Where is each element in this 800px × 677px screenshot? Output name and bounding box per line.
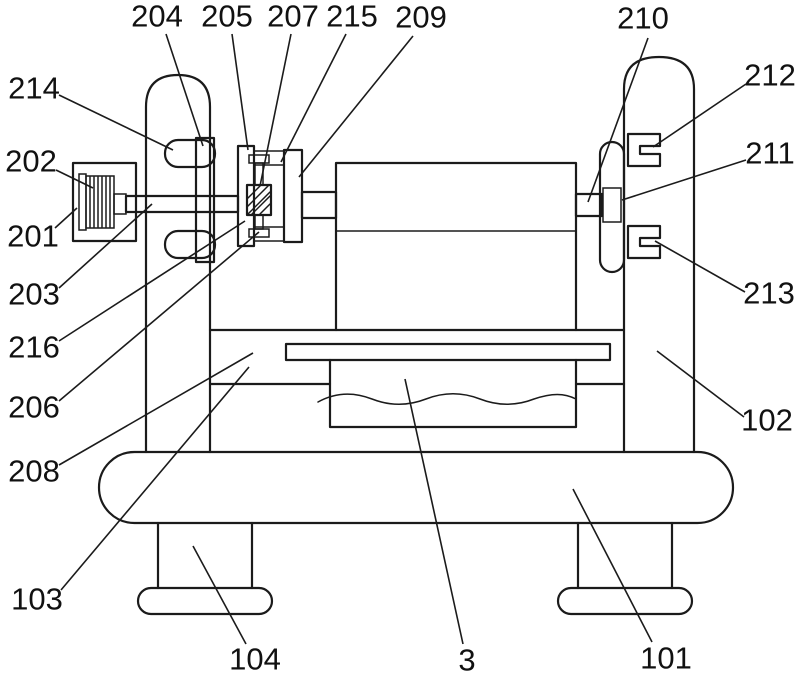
ref-label-206: 206: [8, 390, 60, 425]
leader-line-203: [58, 203, 153, 289]
leader-line-102: [656, 350, 745, 418]
ref-label-212: 212: [744, 58, 796, 93]
ref-label-213: 213: [743, 276, 795, 311]
end-disc: [598, 140, 626, 274]
tank: [317, 358, 578, 429]
leader-line-213: [654, 240, 746, 293]
base-beam: [97, 450, 735, 525]
left-axle: [300, 190, 338, 220]
drive-shaft: [124, 194, 240, 214]
left-foot: [136, 521, 274, 616]
ref-label-205: 205: [201, 0, 253, 34]
gear-hub: [113, 193, 127, 215]
right-assembly: [574, 132, 662, 274]
leader-line-215: [280, 33, 347, 163]
disc-hub: [602, 187, 622, 223]
right-post: [622, 55, 696, 454]
leader-line-209: [298, 35, 414, 178]
left-foot-pad: [136, 586, 274, 616]
leader-line-206: [58, 231, 260, 402]
right-foot-pad: [556, 586, 694, 616]
right-axle: [574, 192, 604, 218]
ref-label-211: 211: [745, 136, 794, 171]
tray-plate: [284, 342, 612, 362]
leader-line-214: [58, 94, 174, 151]
clamp-finger-top: [163, 138, 217, 169]
ref-label-102: 102: [741, 403, 793, 438]
leader-line-207: [259, 33, 292, 187]
ref-label-203: 203: [8, 277, 60, 312]
right-foot: [556, 521, 694, 616]
leader-line-201: [54, 207, 78, 229]
screw-hatching: [247, 185, 271, 215]
leader-line-212: [652, 83, 747, 148]
ref-label-207: 207: [267, 0, 319, 34]
drum: [334, 161, 578, 332]
leader-line-205: [231, 33, 249, 151]
ref-label-202: 202: [5, 144, 57, 179]
liquid-wave: [317, 393, 577, 405]
ref-label-208: 208: [8, 454, 60, 489]
cross-beam: [208, 328, 626, 386]
screw-nut-bottom: [248, 228, 270, 238]
lower-bracket: [626, 224, 662, 260]
leader-line-104: [192, 545, 247, 645]
clamp-finger-bottom: [163, 229, 217, 260]
ref-label-201: 201: [7, 219, 59, 254]
ref-label-103: 103: [11, 582, 63, 617]
leader-line-3: [404, 378, 464, 645]
leader-line-211: [621, 159, 747, 201]
ref-label-214: 214: [8, 71, 60, 106]
ref-label-209: 209: [395, 0, 447, 35]
ref-label-3: 3: [458, 643, 475, 677]
left-clamp: [163, 136, 217, 264]
ref-label-104: 104: [229, 642, 281, 677]
ref-label-215: 215: [326, 0, 378, 34]
machine-drawing: [71, 55, 735, 616]
pressure-plate: [282, 148, 338, 244]
ref-label-210: 210: [617, 1, 669, 36]
leader-line-202: [55, 169, 94, 189]
screw-bracket: [236, 144, 285, 248]
upper-bracket: [626, 132, 662, 168]
ref-label-216: 216: [8, 330, 60, 365]
ref-label-101: 101: [640, 641, 692, 676]
leader-line-103: [60, 366, 250, 591]
leader-line-208: [58, 352, 254, 466]
leader-line-101: [572, 488, 653, 643]
leader-line-204: [165, 33, 204, 147]
leader-line-210: [587, 37, 649, 203]
leader-line-216: [58, 220, 246, 342]
ref-label-204: 204: [131, 0, 183, 34]
left-post: [144, 73, 212, 454]
